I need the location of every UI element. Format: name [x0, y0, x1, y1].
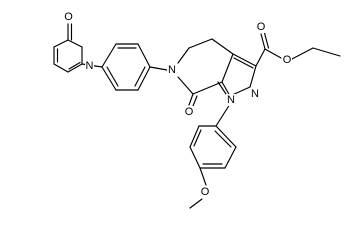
- pyridone-nitrogen: N: [85, 60, 94, 72]
- atom-label-n: N: [86, 60, 94, 72]
- atom-label-o: O: [201, 186, 210, 198]
- atom-label-n: N: [168, 64, 176, 76]
- lactam-nitrogen: N: [167, 64, 177, 76]
- bonds: [53, 23, 341, 209]
- pyrazole-n2: N: [250, 88, 260, 100]
- atom-label-o: O: [257, 21, 266, 33]
- atom-label-o: O: [283, 54, 292, 66]
- atom-labels: O N N O N N O O: [64, 11, 292, 198]
- atom-label-o: O: [185, 106, 194, 118]
- atom-label-n: N: [227, 94, 235, 106]
- pyridone-carbonyl-oxygen: O: [64, 11, 73, 23]
- atom-label-n: N: [251, 88, 259, 100]
- pyrazole-n1: N: [226, 94, 236, 106]
- atom-label-o: O: [64, 11, 73, 23]
- lactam-carbonyl-oxygen: O: [184, 106, 194, 118]
- chemical-structure-diagram: O N N O N N O O: [53, 11, 341, 209]
- methoxy-oxygen: O: [200, 186, 210, 198]
- ester-carbonyl-oxygen: O: [256, 21, 266, 33]
- ester-ether-oxygen: O: [282, 54, 292, 66]
